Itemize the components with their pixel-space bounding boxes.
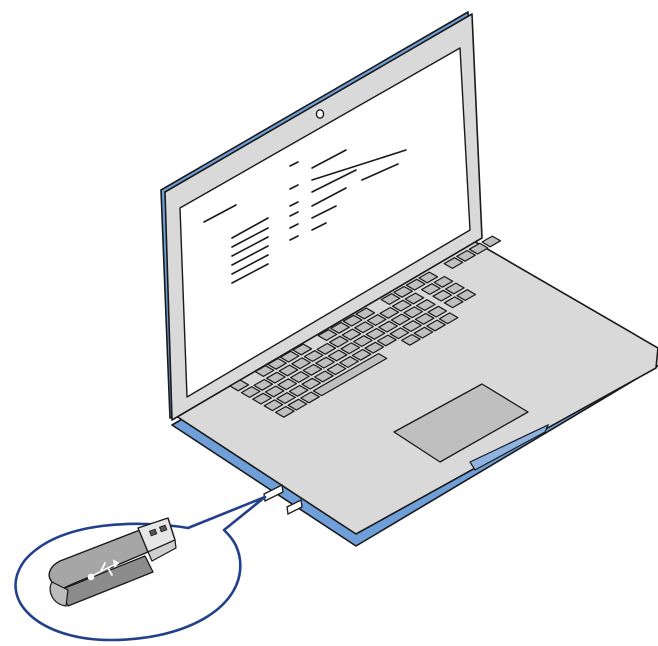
usb-callout [16, 497, 265, 640]
keyboard-key [482, 236, 501, 247]
webcam-icon [316, 110, 323, 118]
